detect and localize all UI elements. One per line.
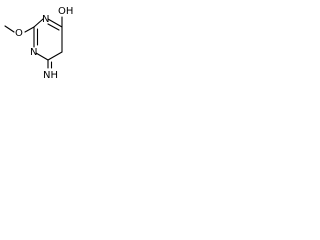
substituent-bonds bbox=[4, 16, 63, 69]
chemical-structure: OH N O N NH bbox=[4, 6, 73, 81]
atom-label-n-top: N bbox=[42, 14, 49, 25]
bond-c6-c5 bbox=[47, 51, 63, 61]
atom-label-o-methoxy: O bbox=[15, 28, 23, 39]
bond-o-methyl bbox=[4, 25, 15, 33]
bond-c4-n3 bbox=[47, 18, 63, 28]
bond-n1-c6 bbox=[35, 52, 49, 61]
ring-bonds bbox=[33, 18, 63, 61]
bond-n3-c2 bbox=[33, 18, 44, 28]
bond-c4-n3-double bbox=[47, 23, 60, 31]
atom-label-oh: OH bbox=[58, 6, 73, 17]
atom-label-nh-imino: NH bbox=[43, 70, 58, 81]
bond-c2-o bbox=[24, 26, 35, 33]
atom-label-n-bottom: N bbox=[30, 47, 37, 58]
atom-labels: OH N O N NH bbox=[15, 6, 73, 81]
